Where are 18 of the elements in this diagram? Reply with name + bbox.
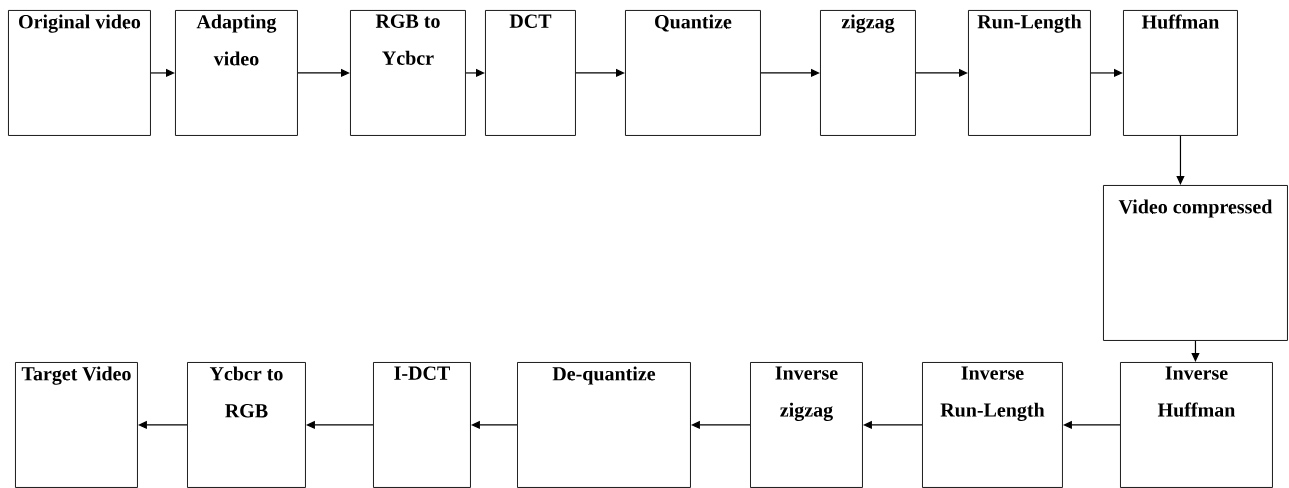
process-box: RGB to Ycbcr [350, 10, 466, 136]
arrow [1191, 340, 1200, 362]
process-box: Target Video [15, 362, 138, 488]
process-box: Inverse Run-Length [922, 362, 1063, 488]
process-box: zigzag [820, 10, 916, 136]
process-box: Quantize [625, 10, 761, 136]
process-box: DCT [485, 10, 576, 136]
process-box: Run-Length [968, 10, 1091, 136]
process-box: De-quantize [517, 362, 691, 488]
process-box: Adapting video [175, 10, 298, 136]
process-box: Video compressed [1103, 185, 1288, 341]
process-box: Huffman [1123, 10, 1238, 136]
arrow [1176, 135, 1185, 185]
process-box: Original video [8, 10, 151, 136]
process-box: Ycbcr to RGB [187, 362, 306, 488]
process-box: I-DCT [373, 362, 471, 488]
process-box: Inverse zigzag [750, 362, 863, 488]
process-box: Inverse Huffman [1120, 362, 1273, 488]
